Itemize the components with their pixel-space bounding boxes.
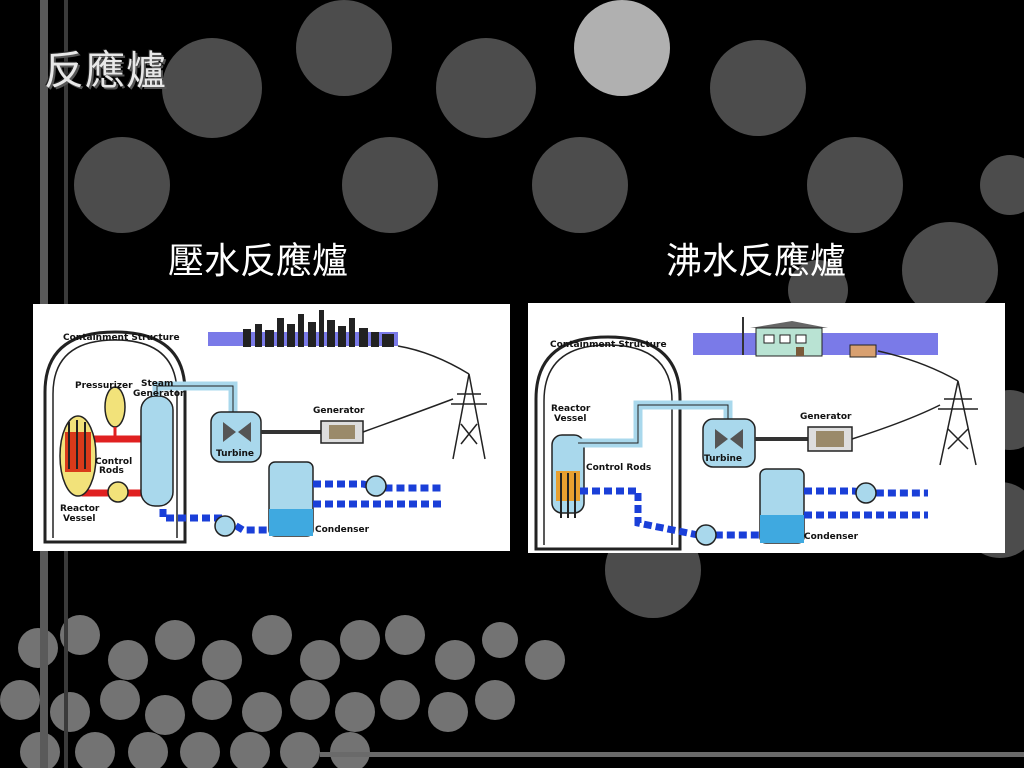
pwr-containment-label: Containment Structure (63, 333, 180, 343)
feedwater-pump-icon (214, 515, 236, 537)
feedwater-pump-icon (695, 524, 717, 546)
steam-generator (140, 395, 174, 507)
pwr-reactor-label: Reactor (60, 504, 100, 514)
containment-dome (43, 330, 187, 544)
cooling-water-line (313, 480, 443, 492)
house-icon (750, 321, 877, 358)
bwr-generator-text: Generator (800, 412, 852, 422)
bwr-condenser-label: Condenser (804, 532, 859, 542)
pwr-generator-text: Generator (313, 406, 365, 416)
pwr-heading: 壓水反應爐 (168, 241, 349, 282)
bwr-vessel-label: Vessel (554, 414, 586, 424)
bwr-diagram: Containment Structure Reactor Vessel Con… (528, 303, 1005, 553)
pwr-rods-label: Rods (99, 466, 124, 476)
pwr-vessel-label: Vessel (63, 514, 95, 524)
pwr-turbine-label: Turbine (216, 449, 254, 459)
bwr-turbine-label: Turbine (704, 454, 742, 464)
pwr-control-label: Control (95, 457, 132, 467)
slide-title: 反應爐 (44, 48, 167, 94)
containment-dome (534, 335, 682, 551)
pwr-pressurizer-label: Pressurizer (75, 381, 133, 391)
pwr-condenser-label: Condenser (315, 525, 370, 535)
city-skyline-icon (243, 310, 394, 347)
bwr-reactor-label: Reactor (551, 404, 591, 414)
pwr-steam-label: Steam (141, 379, 173, 389)
cooling-water-line (804, 487, 928, 497)
pwr-generator-label: Generator (133, 389, 185, 399)
bwr-heading: 沸水反應爐 (666, 241, 847, 282)
pressurizer (104, 386, 126, 428)
transmission-tower-icon (851, 350, 978, 466)
pump-icon (107, 481, 129, 503)
bwr-containment-label: Containment Structure (550, 340, 667, 350)
transmission-tower-icon (362, 345, 487, 460)
pwr-diagram: Containment Structure Pressurizer Steam … (33, 304, 510, 551)
bwr-control-rods-label: Control Rods (586, 463, 651, 473)
